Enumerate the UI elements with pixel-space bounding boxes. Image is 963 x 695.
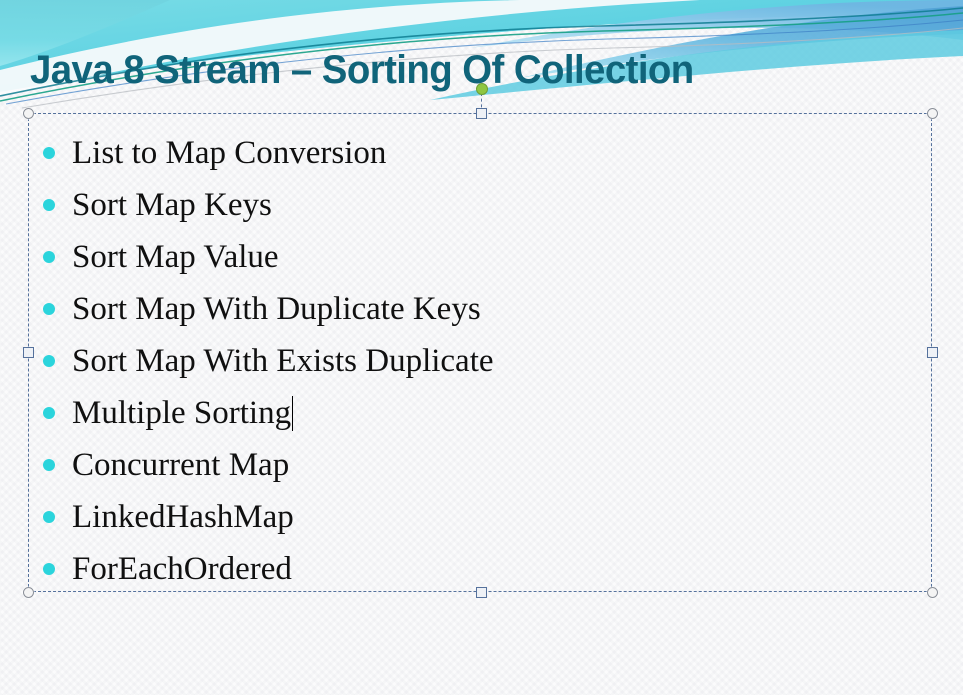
bullet-dot-icon [43,147,55,159]
handle-top-right[interactable] [927,108,938,119]
list-item[interactable]: Sort Map With Duplicate Keys [28,283,932,335]
list-item-label: Sort Map Value [72,238,279,275]
decorative-wave-banner [0,0,963,109]
rotation-handle[interactable] [476,83,488,95]
bullet-dot-icon [43,303,55,315]
list-item-label: Sort Map With Exists Duplicate [72,342,494,379]
list-item-label: Multiple Sorting [72,394,292,431]
list-item-label: Concurrent Map [72,446,290,483]
handle-bottom-left[interactable] [23,587,34,598]
list-item-label: Sort Map With Duplicate Keys [72,290,481,327]
bullet-dot-icon [43,407,55,419]
text-caret [292,395,294,431]
bullet-dot-icon [43,199,55,211]
list-item[interactable]: LinkedHashMap [28,491,932,543]
list-item[interactable]: Sort Map Value [28,231,932,283]
bullet-dot-icon [43,459,55,471]
list-item[interactable]: List to Map Conversion [28,127,932,179]
handle-bottom-center[interactable] [476,587,487,598]
list-item-label: List to Map Conversion [72,134,387,171]
handle-middle-left[interactable] [23,347,34,358]
rotation-handle-stem [481,93,482,113]
slide-title: Java 8 Stream – Sorting Of Collection [30,48,694,92]
bullet-dot-icon [43,355,55,367]
list-item[interactable]: Multiple Sorting [28,387,932,439]
list-item-label: LinkedHashMap [72,498,294,535]
list-item-label: ForEachOrdered [72,550,292,587]
bullet-dot-icon [43,511,55,523]
bullet-dot-icon [43,563,55,575]
bullet-dot-icon [43,251,55,263]
list-item[interactable]: ForEachOrdered [28,543,932,595]
handle-top-left[interactable] [23,108,34,119]
bullet-list[interactable]: List to Map Conversion Sort Map Keys Sor… [28,113,932,595]
list-item[interactable]: Sort Map Keys [28,179,932,231]
list-item[interactable]: Sort Map With Exists Duplicate [28,335,932,387]
handle-bottom-right[interactable] [927,587,938,598]
list-item[interactable]: Concurrent Map [28,439,932,491]
handle-middle-right[interactable] [927,347,938,358]
list-item-label: Sort Map Keys [72,186,272,223]
handle-top-center[interactable] [476,108,487,119]
